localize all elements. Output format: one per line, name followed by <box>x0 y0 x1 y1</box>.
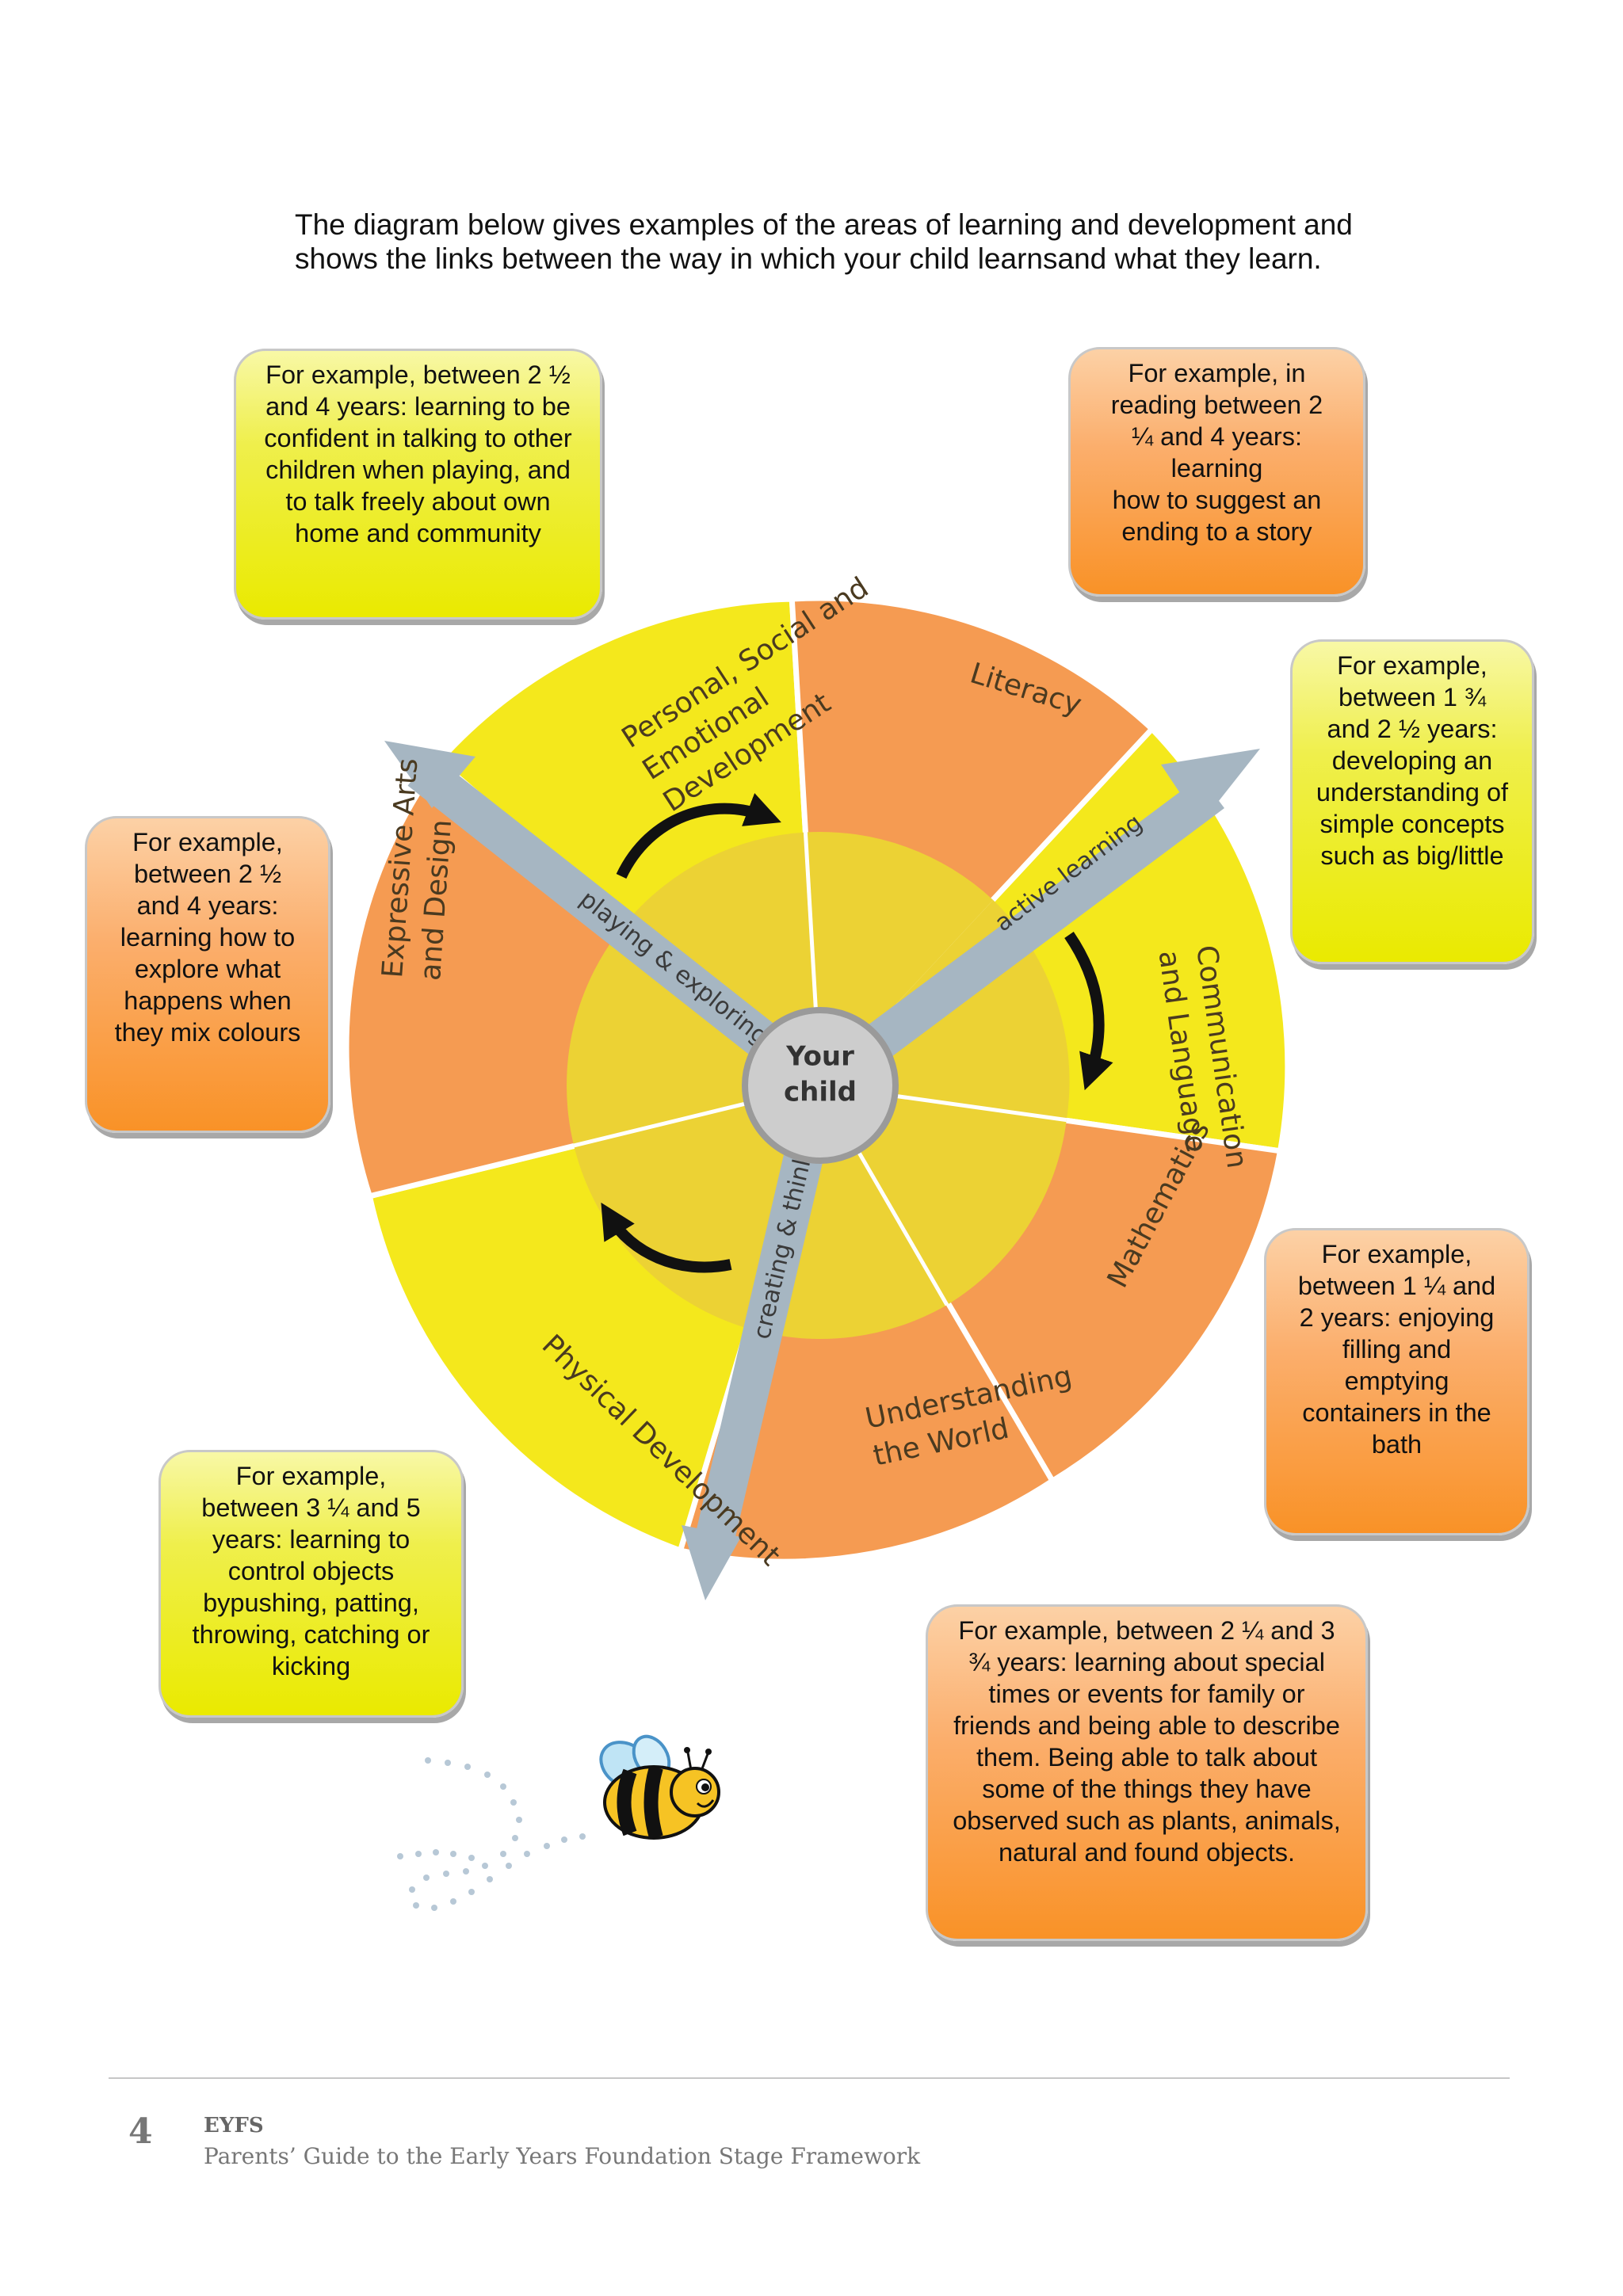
callout-line: throwing, catching or <box>192 1620 430 1649</box>
callout-line: and 4 years: <box>136 891 279 920</box>
callout-line: times or events for family or <box>988 1680 1305 1708</box>
bee-trail-dots <box>397 1757 586 1911</box>
callout-line: friends and being able to describe <box>953 1711 1340 1740</box>
center-label-line-2: child <box>784 1077 857 1108</box>
callout-line: they mix colours <box>114 1018 301 1047</box>
callout-line: between 2 ½ <box>133 860 282 888</box>
callout-line: filling and <box>1342 1335 1452 1363</box>
callout-mathematics-example: For example, between 1 ¼ and 2 years: en… <box>1264 1228 1529 1535</box>
center-label-line-1: Your <box>785 1041 854 1073</box>
callout-line: years: learning to <box>212 1525 411 1554</box>
inner-sector-mathematics <box>820 1085 1067 1306</box>
callout-line: learning how to <box>120 923 296 952</box>
intro-text: The diagram below gives examples of the … <box>295 208 1404 276</box>
callout-line: simple concepts <box>1319 810 1505 838</box>
callout-communication-example: For example, between 1 ¾ and 2 ½ years: … <box>1290 639 1534 964</box>
callout-literacy-example: For example, in reading between 2 ¼ and … <box>1068 347 1365 597</box>
callout-line: bypushing, patting, <box>203 1589 419 1617</box>
callout-line: reading between 2 <box>1110 391 1323 419</box>
callout-line: between 1 ¼ and <box>1297 1272 1496 1300</box>
callout-line: containers in the <box>1302 1398 1491 1427</box>
callout-line: between 1 ¾ <box>1338 683 1487 711</box>
callout-line: some of the things they have <box>982 1775 1312 1803</box>
callout-line: 2 years: enjoying <box>1299 1303 1495 1332</box>
center-circle <box>742 1007 899 1164</box>
callout-line: ¼ and 4 years: <box>1132 422 1302 451</box>
page-number: 4 <box>128 2111 153 2152</box>
callout-line: them. Being able to talk about <box>976 1743 1317 1772</box>
wheel-inner-ring <box>567 831 1070 1340</box>
callout-line: emptying <box>1344 1367 1449 1395</box>
bee-illustration <box>397 1734 720 1911</box>
callout-line: For example, <box>235 1462 387 1490</box>
callout-line: ¾ years: learning about special <box>968 1648 1325 1676</box>
callout-line: understanding of <box>1316 778 1509 807</box>
callout-line: explore what <box>134 955 281 983</box>
footer-title: EYFS <box>204 2114 264 2138</box>
cycle-arrows <box>601 793 1113 1273</box>
intro-line-2: shows the links between the way in which… <box>295 242 1322 275</box>
callout-psed-example: For example, between 2 ½ and 4 years: le… <box>234 349 602 620</box>
arrow-active-learning <box>808 749 1260 1102</box>
bee-icon <box>599 1734 720 1840</box>
cycle-arrow-top <box>616 793 781 879</box>
callout-world-example: For example, between 2 ¼ and 3 ¾ years: … <box>926 1604 1368 1941</box>
callout-line: and 4 years: learning to be <box>265 392 571 421</box>
callout-line: kicking <box>271 1652 351 1680</box>
callout-line: bath <box>1371 1430 1423 1459</box>
callout-line: For example, between 2 ¼ and 3 <box>958 1616 1335 1645</box>
callout-line: happens when <box>124 986 292 1015</box>
callout-line: natural and found objects. <box>998 1838 1296 1867</box>
callout-line: learning <box>1170 454 1263 482</box>
footer-subtitle: Parents’ Guide to the Early Years Founda… <box>204 2143 921 2169</box>
arrow-creating-thinking <box>682 1081 840 1600</box>
callout-line: ending to a story <box>1121 517 1312 546</box>
callout-physical-example: For example, between 3 ¼ and 5 years: le… <box>158 1450 464 1718</box>
callout-line: developing an <box>1331 746 1493 775</box>
intro-line-1: The diagram below gives examples of the … <box>295 208 1353 241</box>
footer-divider <box>109 2077 1510 2079</box>
callout-line: home and community <box>295 519 541 547</box>
callout-line: For example, in <box>1128 359 1306 387</box>
cycle-arrow-right <box>1064 932 1113 1091</box>
callout-line: such as big/little <box>1320 841 1504 870</box>
inner-sector-psed <box>627 832 820 1085</box>
callout-expressive-example: For example, between 2 ½ and 4 years: le… <box>85 816 330 1133</box>
callout-line: For example, <box>1337 651 1487 680</box>
callout-line: confident in talking to other <box>264 424 572 452</box>
cycle-arrow-bottom <box>601 1202 732 1273</box>
callout-line: For example, <box>132 828 283 856</box>
learning-wheel-diagram: playing & exploring active learning crea… <box>343 571 1291 1600</box>
callout-line: For example, between 2 ½ <box>265 360 571 389</box>
arrow-playing-exploring <box>384 741 833 1101</box>
callout-line: to talk freely about own <box>285 487 551 516</box>
callout-line: between 3 ¼ and 5 <box>201 1493 421 1522</box>
inner-sector-world <box>752 1085 947 1340</box>
callout-line: For example, <box>1321 1240 1472 1268</box>
callout-line: children when playing, and <box>265 456 571 484</box>
callout-line: control objects <box>227 1557 395 1585</box>
callout-line: observed such as plants, animals, <box>953 1806 1341 1835</box>
callout-line: and 2 ½ years: <box>1327 715 1498 743</box>
callout-line: how to suggest an <box>1112 486 1322 514</box>
